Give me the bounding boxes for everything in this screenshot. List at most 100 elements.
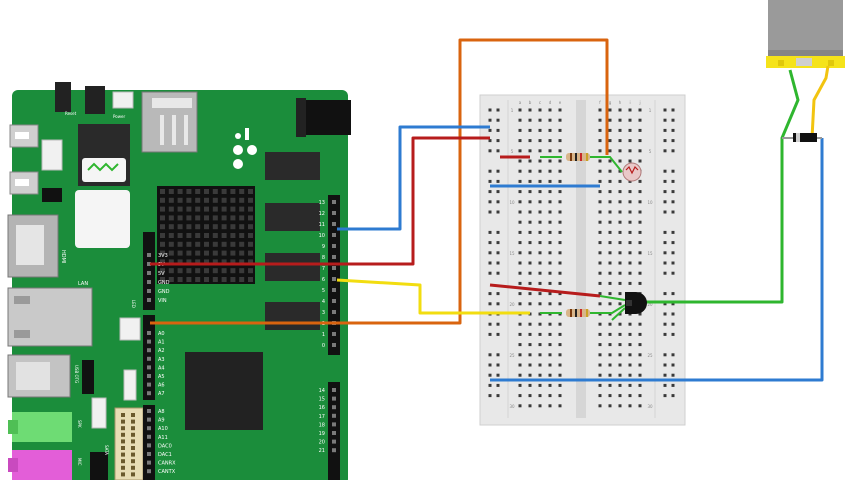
blue-wire-motor xyxy=(490,138,824,382)
breadboard-row-label: 30 xyxy=(509,404,515,409)
analog-pin xyxy=(147,348,151,353)
analog-b-label: A10 xyxy=(158,426,168,432)
breadboard-row-label: 20 xyxy=(647,302,653,307)
ram-chip-1 xyxy=(265,152,320,180)
diode xyxy=(782,133,822,142)
dc-motor xyxy=(766,0,845,68)
digital-label: 1 xyxy=(322,332,325,338)
right-digital-header xyxy=(328,195,340,355)
analog-b-label: A8 xyxy=(158,409,165,415)
analog-label: A1 xyxy=(158,340,165,346)
cpu-heatsink xyxy=(157,186,255,284)
digital-b-label: 16 xyxy=(319,405,325,411)
power-header-pin xyxy=(147,280,151,284)
mic-jack xyxy=(12,450,72,480)
analog-b-pin xyxy=(147,426,151,431)
digital-b-label: 17 xyxy=(319,414,325,420)
power-header-pin xyxy=(147,253,151,257)
power-label: Power xyxy=(113,114,125,119)
dc-power-jack xyxy=(298,100,351,135)
digital-b-label: 18 xyxy=(319,422,325,428)
resistor-1 xyxy=(566,153,590,161)
analog-b-label: A9 xyxy=(158,418,165,424)
breadboard-column-label: j xyxy=(638,100,640,105)
ram-chip-4 xyxy=(265,302,320,330)
analog-pin xyxy=(147,331,151,335)
digital-label: 11 xyxy=(319,222,325,228)
analog-pin xyxy=(147,356,151,361)
breadboard-row-label: 30 xyxy=(647,404,653,409)
led-label: LED xyxy=(131,300,136,308)
digital-label: 4 xyxy=(322,299,325,305)
digital-label: 10 xyxy=(319,233,325,239)
digital-b-pin xyxy=(332,405,336,410)
breadboard-column-label: e xyxy=(559,100,562,105)
yellow-wire-motor xyxy=(810,65,830,139)
breadboard-row-label: 25 xyxy=(647,353,653,358)
digital-pin xyxy=(332,222,336,226)
digital-label: 3 xyxy=(322,310,325,316)
analog-b-label: CANTX xyxy=(158,469,176,475)
mcu-chip xyxy=(185,352,263,430)
jtag-header xyxy=(114,407,144,480)
breadboard-column-label: h xyxy=(619,100,622,105)
red-wire-diag xyxy=(489,283,601,298)
analog-b-pin xyxy=(147,443,151,448)
digital-b-label: 21 xyxy=(319,448,325,454)
reset-button xyxy=(55,82,71,112)
breadboard-column-label: i xyxy=(629,100,630,105)
analog-b-pin xyxy=(147,469,151,474)
digital-b-label: 19 xyxy=(319,431,325,437)
power-header-label: 5V xyxy=(158,271,165,277)
ram-chip-3 xyxy=(265,253,320,281)
left-analog-header-b xyxy=(143,405,155,480)
power-header-pin xyxy=(147,262,151,266)
digital-label: 5 xyxy=(322,288,325,294)
digital-label: 7 xyxy=(322,266,325,272)
header-pins xyxy=(147,200,336,474)
power-header-pin xyxy=(147,298,151,302)
analog-b-pin xyxy=(147,409,151,413)
hdmi-port: HDMI xyxy=(7,214,66,278)
hdmi-label: HDMI xyxy=(60,250,66,263)
resistor-2 xyxy=(566,309,590,317)
breadboard-row-label: 20 xyxy=(509,302,515,307)
digital-pin xyxy=(332,266,336,270)
digital-b-label: 20 xyxy=(319,440,325,446)
digital-label: 6 xyxy=(322,277,325,283)
power-header-label: GND xyxy=(158,289,170,295)
digital-b-pin xyxy=(332,431,336,435)
digital-pin xyxy=(332,277,336,281)
blue-wire-top xyxy=(337,125,490,231)
breadboard-row-label: 5 xyxy=(649,149,652,154)
digital-pin xyxy=(332,244,336,248)
digital-pin xyxy=(332,233,336,237)
usb-otg-label: USB OTG xyxy=(74,365,79,383)
digital-b-pin xyxy=(332,439,336,444)
reset-label: Reset xyxy=(65,111,77,116)
analog-b-label: A11 xyxy=(158,435,168,441)
analog-b-label: CANRX xyxy=(158,461,176,467)
analog-pin xyxy=(147,382,151,387)
analog-b-pin xyxy=(147,434,151,439)
digital-b-pin xyxy=(332,388,336,392)
digital-pin xyxy=(332,343,336,347)
speaker-jack xyxy=(12,412,72,442)
analog-label: A5 xyxy=(158,374,165,380)
analog-pin xyxy=(147,391,151,396)
breadboard-row-label: 25 xyxy=(509,353,515,358)
digital-pin xyxy=(332,332,336,336)
photoresistor xyxy=(622,162,642,182)
yellow-wire-pin9 xyxy=(336,278,530,315)
digital-b-pin xyxy=(332,396,336,401)
power-header-label: 3V3 xyxy=(158,253,168,259)
orange-wire-ldr xyxy=(150,38,609,325)
digital-label: 8 xyxy=(322,255,325,261)
analog-label: A4 xyxy=(158,365,165,371)
digital-pin xyxy=(332,288,336,292)
digital-label: 9 xyxy=(322,244,325,250)
analog-b-label: DAC1 xyxy=(158,452,172,458)
breadboard-column-label: d xyxy=(549,100,552,105)
